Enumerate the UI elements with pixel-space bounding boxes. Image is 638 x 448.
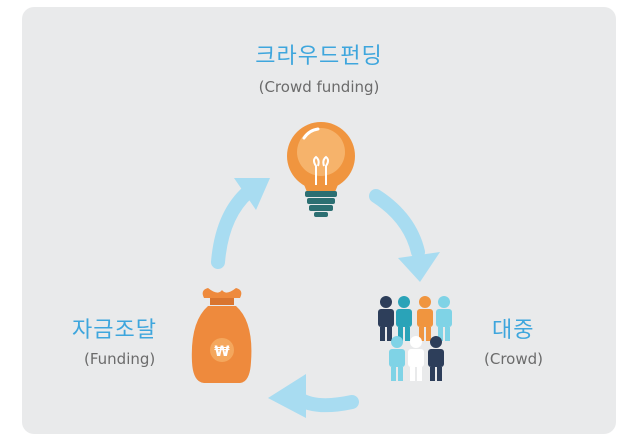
- person-lightblue-2: [389, 336, 405, 381]
- person-white: [408, 336, 424, 381]
- funding-title: 자금조달: [72, 318, 157, 343]
- light-bulb-icon: [287, 122, 355, 217]
- money-bag-icon: ₩: [191, 288, 252, 383]
- won-symbol: ₩: [214, 344, 230, 360]
- crowdfunding-subtitle: (Crowd funding): [258, 78, 380, 96]
- person-teal-1: [396, 296, 412, 341]
- person-navy-1: [378, 296, 394, 341]
- crowd-title: 대중: [492, 318, 535, 343]
- arrow-bottom-left: [268, 374, 359, 418]
- person-lightblue-1: [436, 296, 452, 341]
- person-navy-2: [428, 336, 444, 381]
- diagram-panel: [22, 7, 616, 434]
- crowd-people-icon: [378, 296, 452, 381]
- crowdfunding-title: 크라우드펀딩: [255, 44, 383, 69]
- arrow-right-down: [369, 189, 440, 282]
- arrow-left-up: [211, 178, 270, 269]
- crowd-subtitle: (Crowd): [484, 350, 543, 368]
- funding-subtitle: (Funding): [84, 350, 156, 368]
- person-orange: [417, 296, 433, 341]
